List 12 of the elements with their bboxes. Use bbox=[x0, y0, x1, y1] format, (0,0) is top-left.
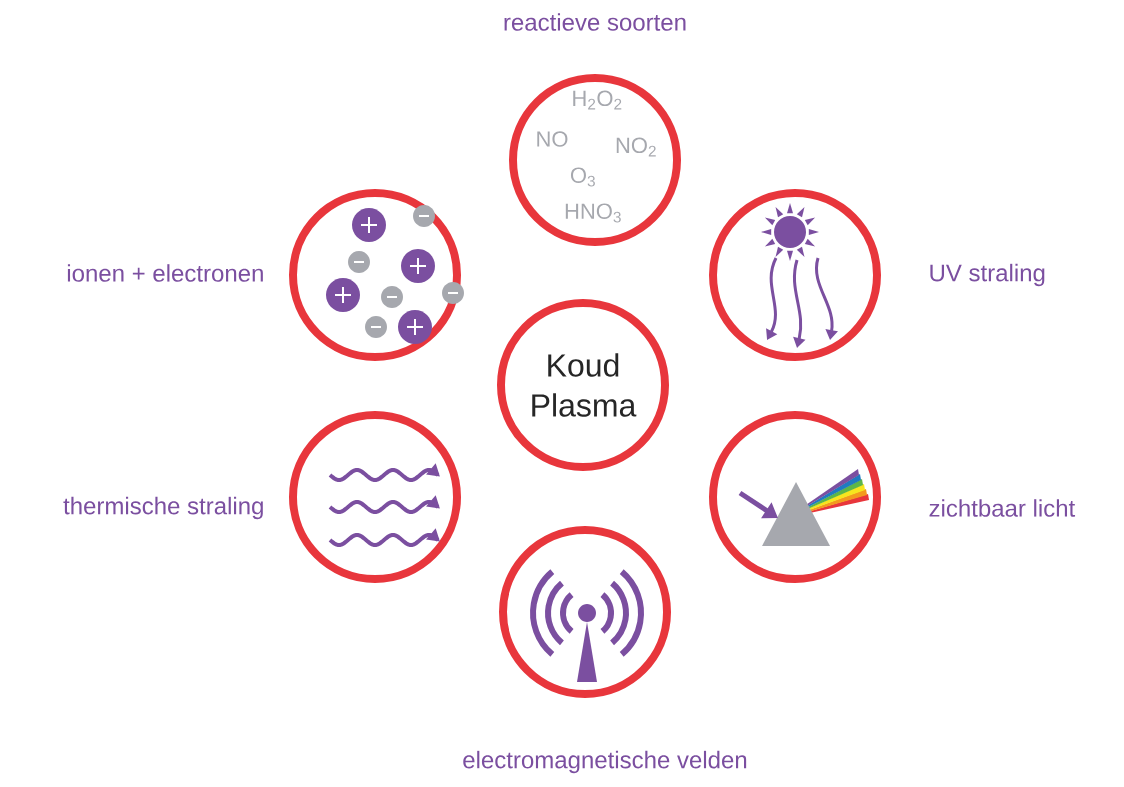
formula-label: H$_{2}$O$_{2}$ bbox=[573, 90, 622, 110]
circle-label: reactieve soorten bbox=[504, 13, 686, 31]
circle-label: electromagnetische velden bbox=[463, 750, 747, 774]
circle-label: ionen + electronen bbox=[67, 264, 263, 282]
circle-label: zichtbaar licht bbox=[929, 499, 1076, 517]
formula-label: NO bbox=[537, 131, 568, 147]
formula-label: NO$_{2}$ bbox=[616, 137, 656, 157]
center-label: Koud Plasma bbox=[532, 353, 637, 417]
formula-label: O$_{3}$ bbox=[570, 167, 595, 187]
circle-label: UV straling bbox=[930, 263, 1045, 287]
circle-label: thermische straling bbox=[63, 496, 263, 520]
formula-label: HNO$_{3}$ bbox=[565, 203, 621, 223]
